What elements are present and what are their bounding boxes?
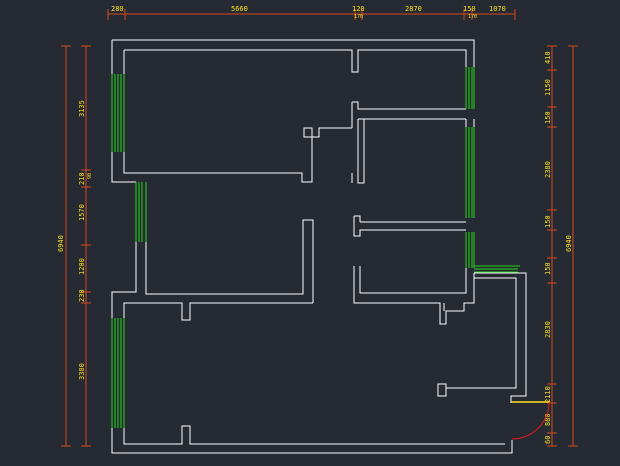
top-dimension-chain: 280 5660 120 2870 150 1070 170 170 (107, 5, 516, 20)
exterior-wall-bottom (111, 428, 513, 454)
windows (111, 67, 520, 428)
dim-label-left-5: 3380 (78, 363, 86, 380)
entry-door (511, 401, 550, 440)
dim-label-right-5: 150 (544, 262, 552, 275)
interior-wall-top (124, 49, 467, 73)
window-right-top (465, 67, 475, 109)
dim-label-top-small-0: 170 (354, 14, 363, 20)
partition-kitchen-inner (359, 266, 467, 294)
dim-label-right-4: 150 (544, 215, 552, 228)
dim-label-right-3: 2380 (544, 161, 552, 178)
dim-label-left-2: 1570 (78, 204, 86, 221)
dim-label-right-6: 2830 (544, 321, 552, 338)
right-dimension-chain: 410 1150 150 2380 150 150 2830 2110 880 … (544, 45, 578, 447)
dim-label-right-8: 880 (544, 413, 552, 426)
dim-label-right-2: 150 (544, 111, 552, 124)
partition-bath-left (357, 118, 466, 184)
window-right-bottom (465, 232, 475, 268)
interior-wall-room2 (145, 219, 314, 303)
dim-label-left-small: 90 (87, 173, 93, 179)
dim-label-top-5: 1070 (489, 5, 506, 13)
left-dimension-chain: 6940 3135 210 90 1570 1200 230 3380 (57, 45, 93, 447)
dim-label-right-7: 2110 (544, 386, 552, 403)
window-left-bottom (111, 318, 125, 428)
partition-corridor (303, 127, 352, 173)
dim-label-right-0: 410 (544, 51, 552, 64)
partition-kitchen-top (353, 215, 466, 237)
dim-label-top-1: 5660 (231, 5, 248, 13)
dim-label-top-small-1: 170 (468, 14, 477, 20)
exterior-wall-left-middle (111, 242, 137, 318)
dim-label-left-1: 210 (78, 172, 86, 185)
dim-label-top-3: 2870 (405, 5, 422, 13)
dim-label-right-9: 60 (544, 436, 552, 444)
dim-label-right-total: 6940 (565, 235, 573, 252)
window-left-top (111, 74, 125, 152)
walls (111, 39, 527, 454)
dim-label-left-total: 6940 (57, 235, 65, 252)
exterior-wall-left-step (111, 152, 136, 183)
dim-label-left-4: 230 (78, 289, 86, 302)
partition-kitchen-bottom (353, 266, 475, 325)
dim-label-right-1: 1150 (544, 79, 552, 96)
dim-label-left-3: 1200 (78, 258, 86, 275)
exterior-wall-right-stub (465, 119, 475, 127)
window-left-middle (135, 182, 147, 242)
interior-wall-room1-bottom (123, 152, 313, 183)
exterior-wall-top (112, 39, 475, 67)
window-balcony-top (474, 265, 520, 273)
dim-label-left-0: 3135 (78, 100, 86, 117)
dim-label-top-4: 150 (463, 5, 476, 13)
balcony-inner-wall (437, 277, 517, 397)
interior-wall-living-bottom (123, 425, 505, 445)
balcony-outer-wall (474, 272, 527, 403)
door-swing-arc (511, 401, 550, 440)
window-right-middle (465, 127, 475, 218)
partition-bath-top (351, 101, 466, 128)
interior-wall-living-top (123, 302, 313, 321)
dim-label-top-2: 120 (352, 5, 365, 13)
dim-label-top-0: 280 (111, 5, 124, 13)
